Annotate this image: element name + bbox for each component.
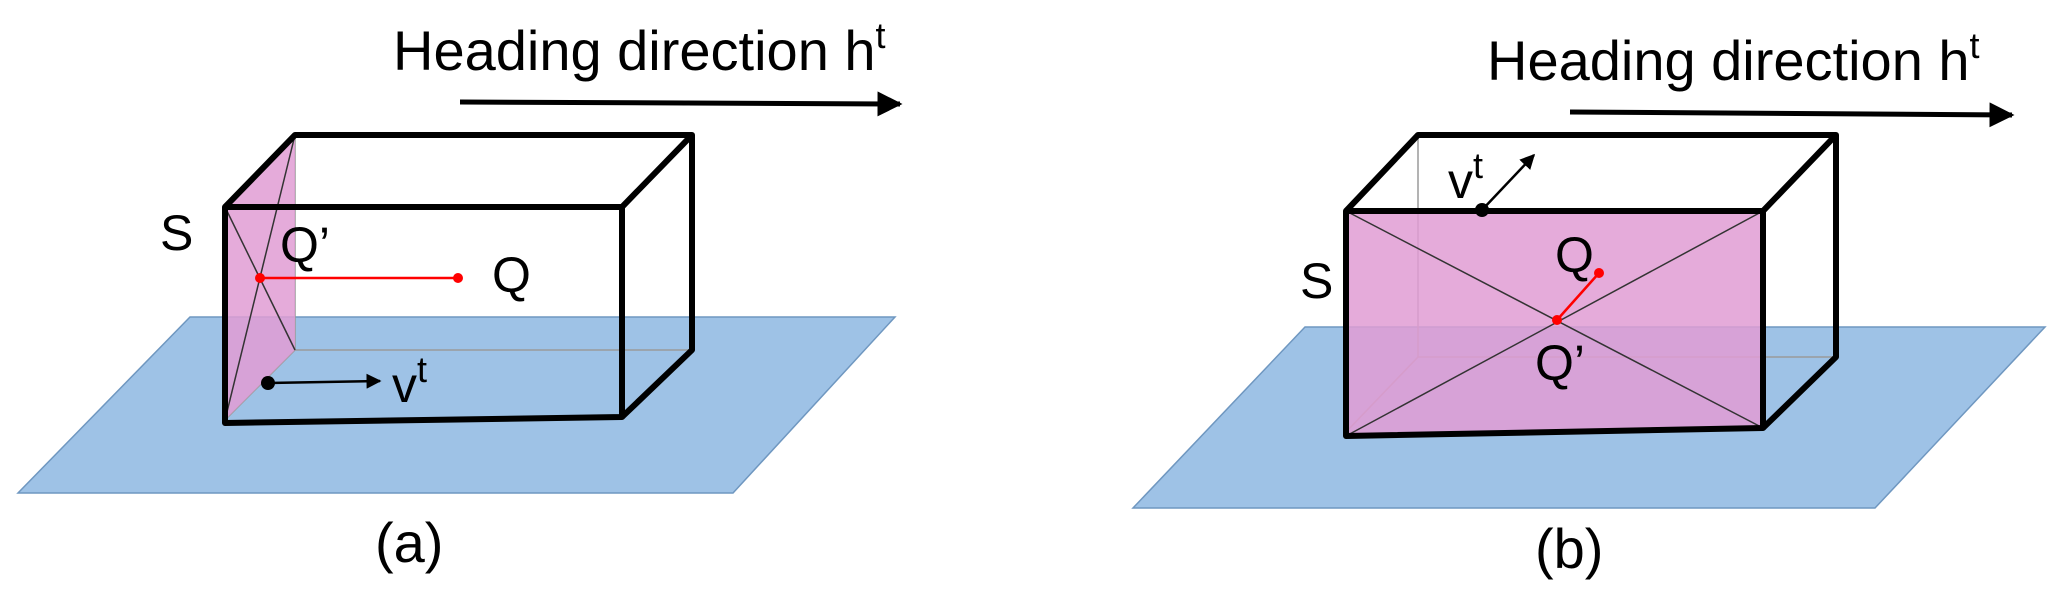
- point-q-projected-label: Q’: [280, 217, 330, 273]
- plane-label: S: [1300, 253, 1333, 309]
- plane-label: S: [160, 205, 193, 261]
- panel-b: Heading direction ht S Q Q’ vt (b): [1131, 25, 2047, 580]
- caption-b: (b): [1535, 517, 1603, 580]
- point-q-label: Q: [1555, 227, 1594, 283]
- point-q-label: Q: [492, 247, 531, 303]
- heading-arrow: [1569, 102, 2015, 128]
- box-right-edges: [619, 135, 695, 420]
- point-q-projected-dot: [1552, 315, 1562, 325]
- heading-label: Heading direction ht: [393, 15, 886, 82]
- point-q-dot: [453, 273, 463, 283]
- caption-a: (a): [375, 511, 443, 574]
- panel-a: Heading direction ht S Q’ Q vt (a): [16, 15, 903, 574]
- box-right-edges: [1760, 135, 1839, 431]
- ground-plane: [16, 316, 897, 494]
- velocity-arrow: [1481, 153, 1536, 211]
- velocity-label: vt: [1448, 145, 1483, 209]
- point-q-dot: [1594, 268, 1604, 278]
- projection-line: [1556, 272, 1600, 321]
- point-q-projected-dot: [255, 273, 265, 283]
- heading-label: Heading direction ht: [1487, 25, 1980, 92]
- heading-arrow: [459, 91, 903, 117]
- box-top-edges: [222, 132, 695, 210]
- box-top-edges: [1343, 132, 1839, 214]
- velocity-arrow: [267, 373, 382, 389]
- point-q-projected-label: Q’: [1535, 335, 1585, 391]
- velocity-label: vt: [392, 349, 427, 413]
